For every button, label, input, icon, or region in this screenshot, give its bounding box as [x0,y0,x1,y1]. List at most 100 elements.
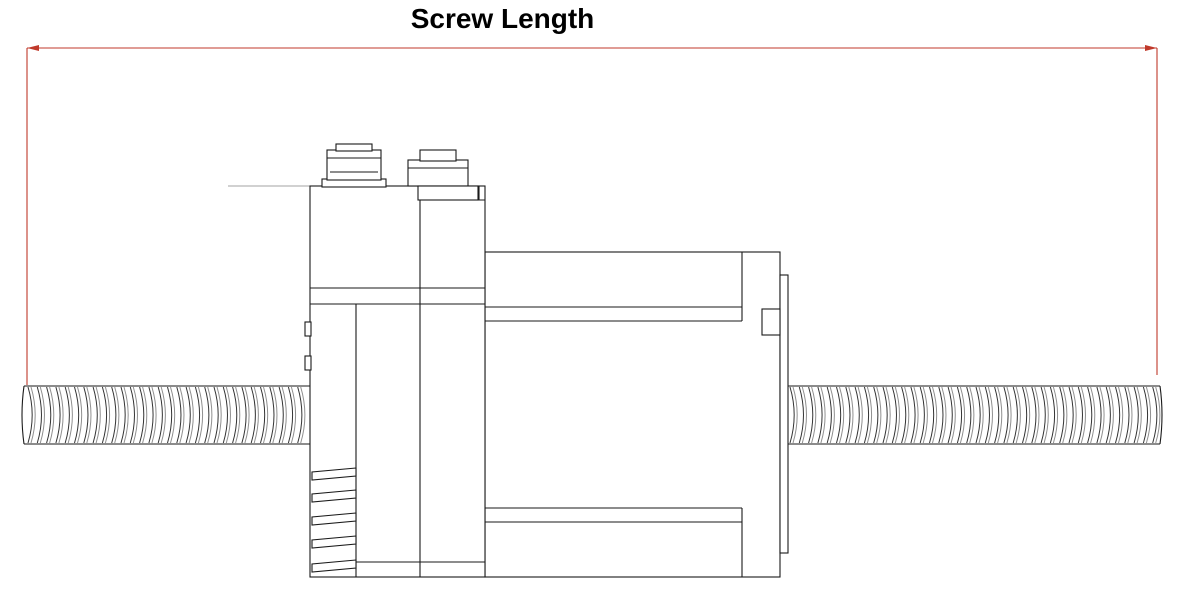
thread-ridge [67,386,73,444]
thread-ridge [160,386,166,444]
thread-ridge [235,386,241,444]
thread-ridge [913,386,919,444]
thread-ridge [142,386,148,444]
thread-ridge [269,386,275,444]
thread-ridge [123,386,129,444]
thread-ridge [74,386,80,444]
thread-ridge [1052,386,1059,444]
thread-ridge [1077,386,1083,444]
connector-left-icon [321,143,387,188]
thread-ridge [216,386,222,444]
thread-ridge [272,386,278,444]
thread-ridge [1003,386,1009,444]
thread-ridge [207,386,213,444]
screw-length-label: Screw Length [410,3,595,34]
thread-ridge [179,386,185,444]
thread-ridge [798,386,804,444]
thread-ridge [157,386,163,444]
thread-ridge [857,386,863,444]
thread-ridge [244,386,250,444]
connector-right-icon [407,149,479,201]
thread-ridge [287,386,294,444]
thread-ridge [1136,386,1142,444]
thread-ridge [253,386,259,444]
thread-ridge [922,386,928,444]
thread-ridge [994,386,1000,444]
thread-ridge [250,386,256,444]
thread-ridge [863,386,870,444]
thread-ridge [225,386,231,444]
stepper-motor-body [484,251,789,578]
heatsink-fin [311,467,357,481]
thread-ridge [801,386,807,444]
thread-ridge [978,386,984,444]
thread-ridge [854,386,860,444]
thread-ridge [1155,386,1161,444]
thread-ridge [1087,386,1093,444]
thread-ridge [891,386,897,444]
thread-ridge [30,386,36,444]
thread-ridge [885,386,891,444]
thread-ridge [185,386,191,444]
thread-ridge [95,386,101,444]
thread-ridge [86,386,92,444]
thread-ridge [148,386,154,444]
thread-ridge [232,386,238,444]
thread-ridge [204,386,210,444]
thread-ridge [987,386,993,444]
thread-ridge [929,386,935,444]
thread-ridge [176,386,182,444]
motor-tab [761,308,781,336]
heatsink-fin [311,512,357,526]
thread-ridge [876,386,882,444]
thread-ridge [1031,386,1037,444]
thread-ridge [826,386,832,444]
thread-ridge [39,386,45,444]
thread-ridge [932,386,938,444]
thread-ridge [241,386,247,444]
thread-ridge [222,386,228,444]
lead-screw-left [21,385,310,445]
thread-ridge [1108,386,1114,444]
arrowhead-right-icon [1145,45,1157,51]
thread-ridge [46,386,52,444]
thread-ridge [1090,386,1096,444]
thread-ridge [101,386,108,444]
thread-ridge [111,386,117,444]
thread-ridge [997,386,1003,444]
thread-ridge [297,386,303,444]
thread-ridge [1022,386,1028,444]
thread-ridge [213,386,219,444]
thread-ridge [1080,386,1086,444]
thread-ridge [910,386,916,444]
thread-ridge [882,386,888,444]
thread-ridge [120,386,126,444]
thread-ridge [894,386,900,444]
thread-ridge [114,386,120,444]
thread-ridge [919,386,925,444]
thread-ridge [969,386,975,444]
thread-ridge [278,386,284,444]
thread-ridge [1124,386,1130,444]
thread-ridge [901,386,907,444]
thread-ridge [167,386,173,444]
heatsink-fin [311,535,357,549]
thread-ridge [55,386,61,444]
thread-ridge [1133,386,1139,444]
thread-ridge [49,386,55,444]
lead-screw-right [787,385,1163,445]
thread-ridge [873,386,879,444]
thread-ridge [836,386,842,444]
thread-ridge [1043,386,1049,444]
thread-ridge [36,386,42,444]
thread-ridge [959,386,966,444]
thread-ridge [290,386,297,444]
thread-ridge [194,386,201,444]
thread-ridge [848,386,854,444]
thread-ridge [820,386,826,444]
arrowhead-left-icon [27,45,39,51]
thread-ridge [789,386,795,444]
thread-ridge [1049,386,1056,444]
